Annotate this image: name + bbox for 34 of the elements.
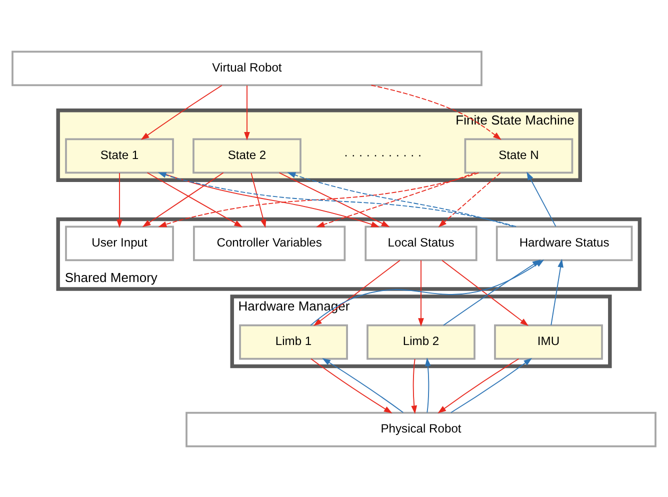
arrow [140,84,222,140]
arrow [425,357,431,413]
arrow [322,358,404,412]
arrow [316,172,476,227]
arrow [526,171,556,226]
arrow [278,172,390,227]
arrow [370,84,502,140]
arrow [418,259,424,326]
arrow [116,172,122,228]
arrow [313,259,400,326]
node-box: State 2 [192,138,302,174]
node-box: Limb 2 [366,324,476,360]
arrow [310,358,392,413]
arrow [450,358,532,413]
label: · · · · · · · · · · · [344,148,422,162]
node-box: Virtual Robot [12,50,482,86]
arrow [438,358,520,413]
node-box: State N [464,138,574,174]
arrow [411,358,418,414]
arrow [146,172,243,227]
arrow [287,172,514,227]
node-box: Limb 1 [239,324,348,360]
node-box: Hardware Status [496,225,633,261]
arrow [550,258,564,326]
node-box: State 1 [65,138,174,174]
node-box: Controller Variables [193,225,346,261]
arrow [438,172,501,227]
node-box: Physical Robot [186,411,656,447]
node-box: IMU [494,324,603,360]
node-box: Local Status [364,225,478,261]
arrow [244,84,250,140]
arrow [142,172,224,227]
node-box: User Input [65,225,174,261]
arrow [250,172,266,228]
